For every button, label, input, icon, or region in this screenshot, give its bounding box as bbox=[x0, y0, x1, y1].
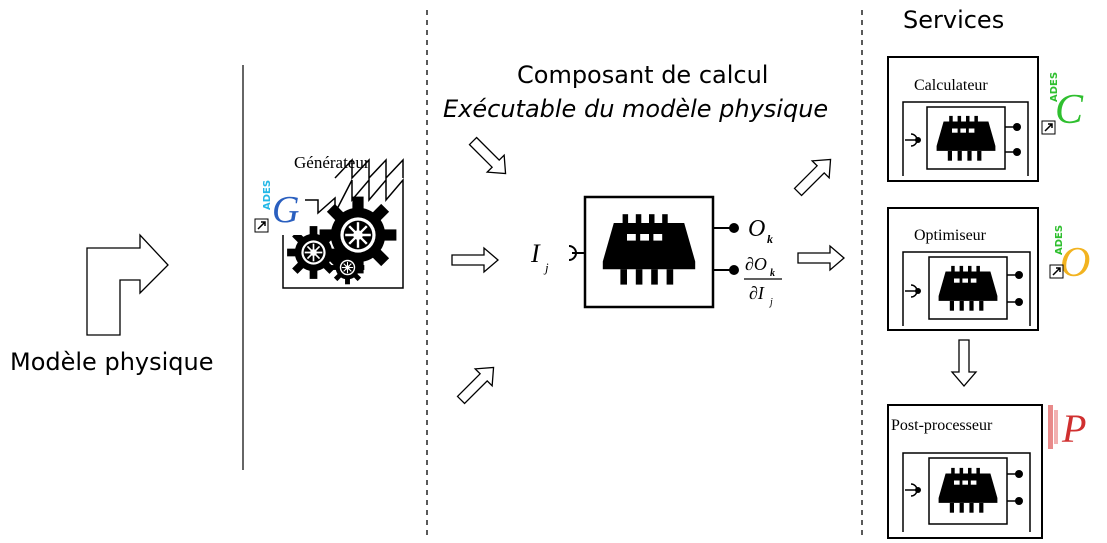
input-arrows bbox=[451, 136, 507, 405]
optimiseur-logo-icon: ADES O bbox=[1045, 225, 1105, 286]
service-label-calculateur: Calculateur bbox=[914, 77, 988, 94]
component-title: Composant de calcul bbox=[517, 61, 768, 89]
post-processeur-logo-icon: P bbox=[1048, 405, 1086, 451]
derivative-port-icon bbox=[729, 265, 739, 275]
output-arrows bbox=[793, 158, 978, 387]
service-label-optimiseur: Optimiseur bbox=[914, 227, 987, 244]
svg-text:G: G bbox=[272, 189, 299, 231]
arrow-right-icon bbox=[451, 246, 499, 274]
output-label: O bbox=[748, 216, 765, 242]
generator-label: Générateur bbox=[294, 153, 370, 172]
service-calculateur: Calculateur ADES C bbox=[887, 56, 1090, 182]
svg-text:P: P bbox=[1061, 406, 1086, 451]
arrow-up-right-out-icon bbox=[793, 158, 832, 197]
service-optimiseur: Optimiseur ADES O bbox=[887, 207, 1105, 331]
generator-logo-icon: ADES G bbox=[253, 180, 305, 235]
svg-text:C: C bbox=[1055, 87, 1084, 133]
services-title: Services bbox=[903, 6, 1004, 34]
input-label: I bbox=[530, 239, 541, 268]
output-port-icon bbox=[729, 223, 739, 233]
arrow-up-right-icon bbox=[456, 366, 495, 405]
calculateur-logo-icon: ADES C bbox=[1040, 72, 1090, 135]
arrow-down-icon bbox=[950, 339, 978, 387]
derivative-denominator-sub: j bbox=[768, 297, 773, 308]
compute-component: I j O k ∂O k ∂I j bbox=[530, 195, 782, 309]
output-subscript: k bbox=[767, 232, 773, 246]
svg-text:ADES: ADES bbox=[262, 180, 273, 210]
component-subtitle: Exécutable du modèle physique bbox=[443, 95, 828, 123]
svg-text:O: O bbox=[1060, 240, 1090, 286]
derivative-numerator-sub: k bbox=[770, 268, 775, 279]
svg-text:ADES: ADES bbox=[1049, 72, 1060, 102]
model-label: Modèle physique bbox=[10, 348, 213, 376]
derivative-denominator: ∂I bbox=[749, 283, 765, 303]
arrow-right-out-icon bbox=[797, 244, 845, 272]
generator-block: Générateur ADES G bbox=[253, 153, 404, 289]
bent-arrow-icon bbox=[86, 233, 169, 336]
svg-text:ADES: ADES bbox=[1054, 225, 1065, 255]
input-subscript: j bbox=[543, 260, 549, 275]
service-label-post-processeur: Post-processeur bbox=[891, 417, 993, 434]
derivative-numerator: ∂O bbox=[745, 254, 767, 274]
service-post-processeur: Post-processeur P bbox=[887, 404, 1086, 539]
arrow-down-right-icon bbox=[468, 136, 507, 175]
